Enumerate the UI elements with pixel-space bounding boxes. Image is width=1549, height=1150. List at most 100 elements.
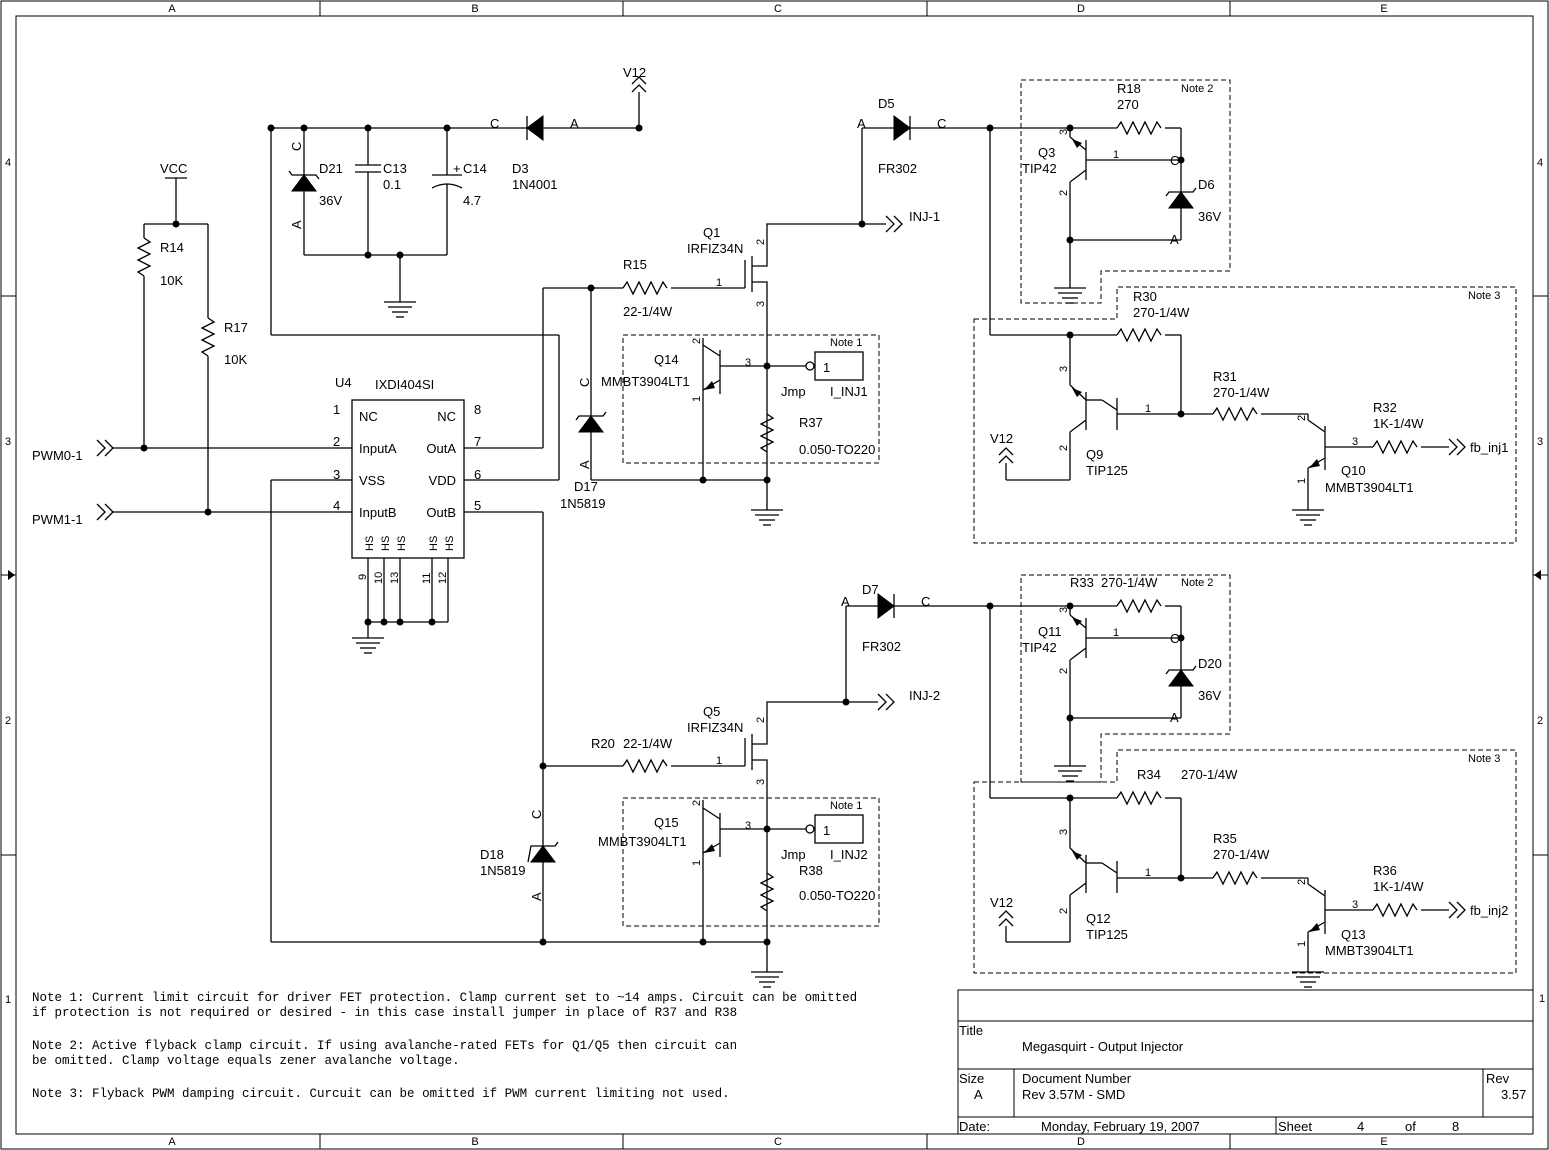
d18-ref: D18 [480, 847, 504, 862]
docnum-label: Document Number [1022, 1071, 1132, 1086]
fb2-port-label: fb_inj2 [1470, 903, 1508, 918]
d3-value: 1N4001 [512, 177, 558, 192]
input-section: VCC R14 10K R17 10K PWM0-1 PWM1-1 [32, 161, 336, 527]
q15-pin3: 3 [745, 820, 751, 832]
zener-d6 [1168, 191, 1194, 209]
col-label-c-bottom: C [774, 1136, 782, 1148]
q3-value: TIP42 [1022, 161, 1057, 176]
row-label-4: 4 [5, 157, 11, 169]
q14-value: MMBT3904LT1 [601, 374, 690, 389]
rev-label: Rev [1486, 1071, 1510, 1086]
q10-ref: Q10 [1341, 463, 1366, 478]
q12-v12-label: V12 [990, 895, 1013, 910]
jumper-inj1 [814, 351, 864, 381]
q9-value: TIP125 [1086, 463, 1128, 478]
diode-d18 [530, 845, 556, 863]
q1-ref: Q1 [703, 225, 720, 240]
q15-pin1: 1 [691, 860, 703, 866]
row-label-4-right: 4 [1537, 157, 1543, 169]
r33-ref: R33 [1070, 575, 1094, 590]
note1-region-ch1 [622, 334, 880, 464]
q13-ref: Q13 [1341, 927, 1366, 942]
r18-ref: R18 [1117, 81, 1141, 96]
u4-pin10-num: 10 [373, 572, 385, 584]
q13-pin2: 2 [1296, 879, 1308, 885]
r38-ref: R38 [799, 863, 823, 878]
channel-1-clamp: A C D5 FR302 R18 270 Q3 TIP42 1 3 2 C A … [857, 79, 1231, 304]
c13-value: 0.1 [383, 177, 401, 192]
note2-tag-ch2: Note 2 [1181, 577, 1213, 589]
r35-value: 270-1/4W [1213, 847, 1270, 862]
u4-pin8-num: 8 [474, 402, 481, 417]
d17-pin-a: A [577, 460, 592, 469]
v12-supply: V12 C A D3 1N4001 C A D21 36V C13 0.1 [267, 65, 647, 481]
q5-pin3: 3 [755, 779, 767, 785]
d7-ref: D7 [862, 582, 879, 597]
u4-pin13-num: 13 [389, 572, 401, 584]
size-value: A [974, 1087, 983, 1102]
resistor-r15 [622, 280, 668, 296]
u4-pin7-num: 7 [474, 434, 481, 449]
row-label-3: 3 [5, 436, 11, 448]
u4-pin6-num: 6 [474, 467, 481, 482]
u4-pin12-num: 12 [437, 572, 449, 584]
inj1-port-arrow [885, 215, 903, 233]
col-label-c: C [774, 3, 782, 15]
fb1-port-arrow [1448, 438, 1466, 456]
r14-value: 10K [160, 273, 183, 288]
c14-plus: + [453, 161, 461, 176]
q3-pin3: 3 [1058, 129, 1070, 135]
channel-1-driver: R15 22-1/4W 1 Q1 IRFIZ34N 2 3 INJ-1 C A … [487, 128, 940, 526]
d7-pin-a: A [841, 594, 850, 609]
resistor-r33 [1116, 598, 1162, 614]
u4-pin5-name: OutB [426, 505, 456, 520]
r31-value: 270-1/4W [1213, 385, 1270, 400]
q9-pin1: 1 [1145, 403, 1151, 415]
note2-line2: be omitted. Clamp voltage equals zener a… [32, 1054, 460, 1068]
u4-pin8-name: NC [437, 409, 456, 424]
d18-pin-a: A [529, 892, 544, 901]
q14-pin1: 1 [691, 396, 703, 402]
r34-value: 270-1/4W [1181, 767, 1238, 782]
q12-ref: Q12 [1086, 911, 1111, 926]
r17-value: 10K [224, 352, 247, 367]
d3-ref: D3 [512, 161, 529, 176]
r20-ref: R20 [591, 736, 615, 751]
r32-value: 1K-1/4W [1373, 416, 1424, 431]
col-label-b: B [471, 3, 478, 15]
resistor-r20 [622, 758, 668, 774]
u4-pin2-name: InputA [359, 441, 397, 456]
note3-tag-ch1: Note 3 [1468, 290, 1500, 302]
col-label-a: A [168, 3, 176, 15]
resistor-r32 [1372, 439, 1418, 455]
d5-ref: D5 [878, 96, 895, 111]
r37-ref: R37 [799, 415, 823, 430]
r18-value: 270 [1117, 97, 1139, 112]
jmp2-label: Jmp [781, 847, 806, 862]
q1-pin1: 1 [716, 277, 722, 289]
resistor-r17 [200, 317, 216, 357]
q13-value: MMBT3904LT1 [1325, 943, 1414, 958]
r20-value: 22-1/4W [623, 736, 673, 751]
r31-ref: R31 [1213, 369, 1237, 384]
pwm1-port-arrow [96, 503, 114, 521]
pwm0-port-label: PWM0-1 [32, 448, 83, 463]
sheets-total: 8 [1452, 1119, 1459, 1134]
note3-line1: Note 3: Flyback PWM damping circuit. Cur… [32, 1087, 730, 1101]
diode-d7 [877, 593, 895, 619]
r38-value: 0.050-TO220 [799, 888, 875, 903]
resistor-r36 [1372, 902, 1418, 918]
d20-value: 36V [1198, 688, 1221, 703]
q5-pin2: 2 [755, 717, 767, 723]
d5-pin-c: C [937, 116, 946, 131]
q5-ref: Q5 [703, 704, 720, 719]
q9-ref: Q9 [1086, 447, 1103, 462]
q5-pin1: 1 [716, 755, 722, 767]
title-block-corner: 1 [1539, 993, 1545, 1005]
col-label-e: E [1380, 3, 1387, 15]
jmp1-label: Jmp [781, 384, 806, 399]
fb1-port-label: fb_inj1 [1470, 440, 1508, 455]
col-label-d: D [1077, 3, 1085, 15]
u4-hs1: HS [364, 536, 376, 551]
title-value: Megasquirt - Output Injector [1022, 1039, 1184, 1054]
